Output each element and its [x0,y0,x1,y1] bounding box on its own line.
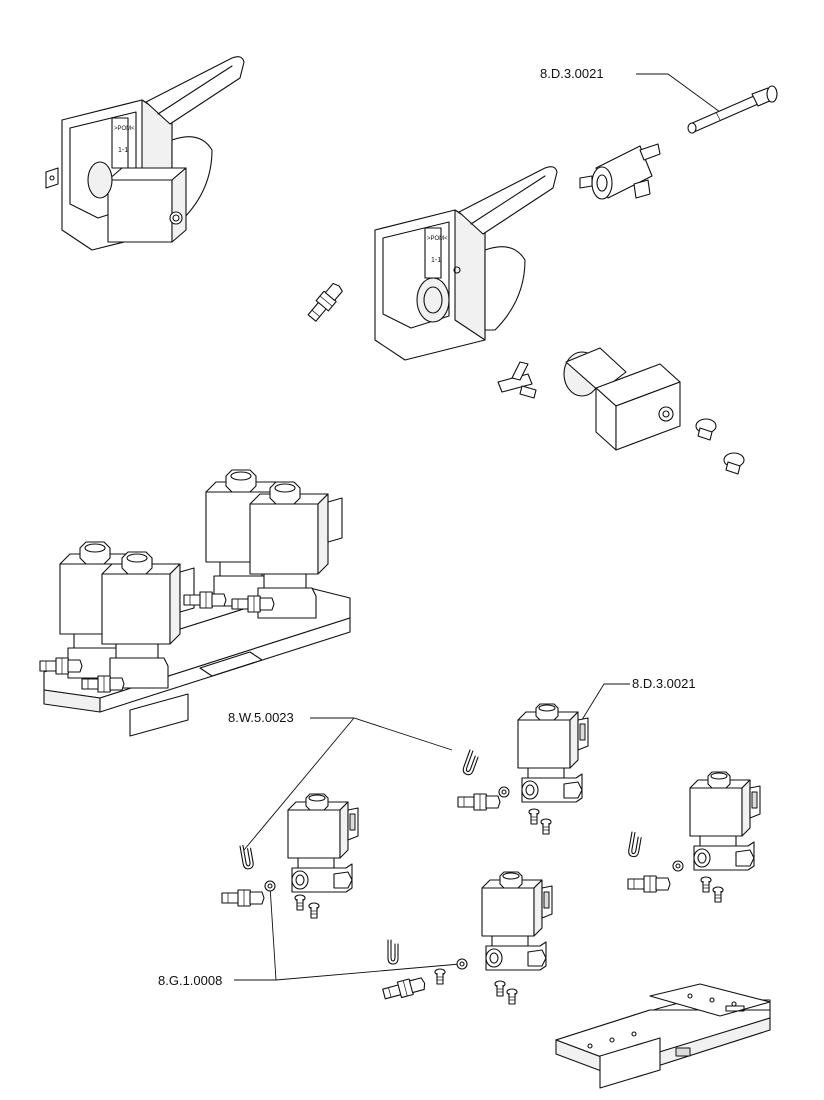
cap-screw-2 [723,452,745,475]
callout-top-part-label: 8.D.3.0021 [540,66,604,81]
solenoid-valve-b [689,771,761,871]
tee-fitting-left [305,280,346,324]
mounting-plate [555,983,771,1089]
solenoid-valve-d [481,871,553,971]
tee-fitting-right [497,361,537,399]
exploded-valves-group: 8.D.3.0021 8.W.5.0023 8.G.1.0008 [158,676,761,1005]
exploded-valve-bracket: 8.D.3.0021 [305,66,778,475]
solenoid-valve-c [287,793,359,893]
callout-valve-part-label: 8.D.3.0021 [632,676,696,691]
plunger-rod [687,85,778,134]
cap-screw-1 [695,418,717,441]
valve-core [579,143,661,200]
solenoid-valve-a [517,703,589,803]
callout-washer-part-label: 8.G.1.0008 [158,973,222,988]
valve-manifold-assembly [39,469,351,737]
solenoid-coil-exploded [563,347,681,451]
callout-clip-part-label: 8.W.5.0023 [228,710,294,725]
assembled-valve-bracket [45,56,245,251]
